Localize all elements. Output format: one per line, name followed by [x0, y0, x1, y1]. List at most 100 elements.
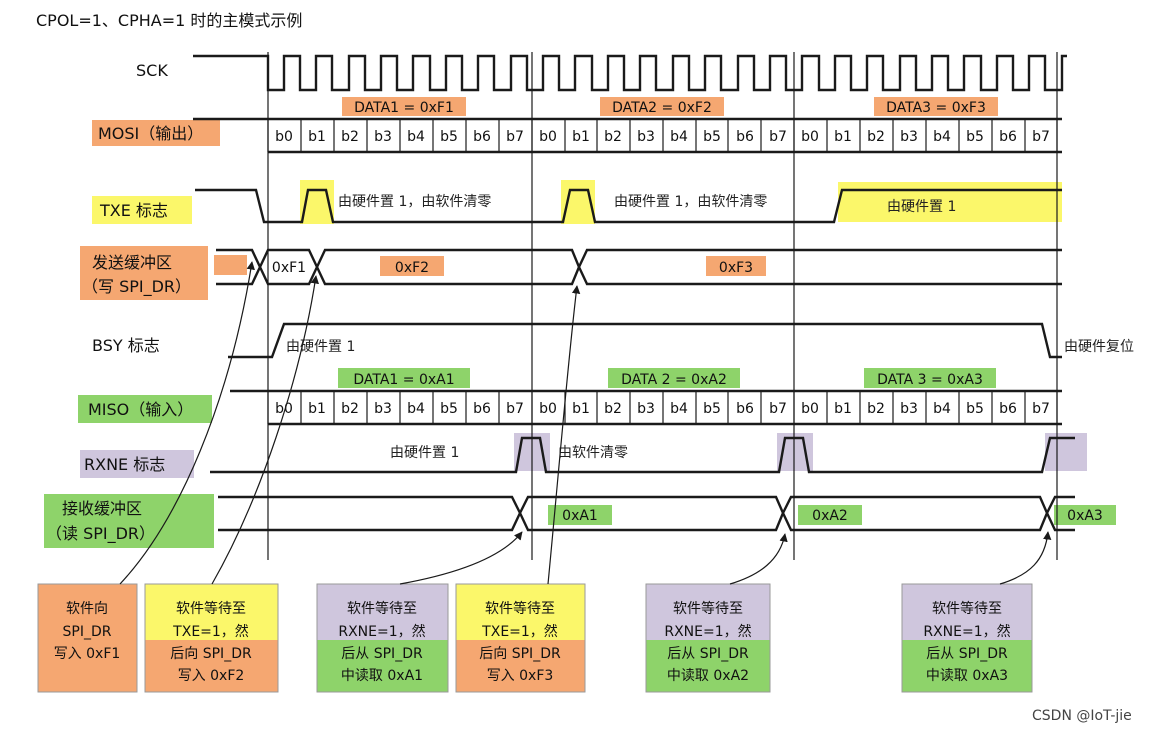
miso-label: MISO（输入）	[88, 400, 193, 419]
miso-byte2-label: DATA 2 = 0xA2	[621, 372, 727, 388]
miso-bit: b0	[801, 401, 819, 417]
diagram-title: CPOL=1、CPHA=1 时的主模式示例	[36, 11, 302, 30]
arrow-box5-to-rxbuf	[729, 533, 788, 585]
svg-text:软件向: 软件向	[66, 601, 108, 617]
svg-text:TXE=1，然: TXE=1，然	[481, 623, 558, 640]
mosi-byte2-bg	[600, 97, 724, 116]
txe-note-1: 由硬件置 1，由软件清零	[338, 194, 491, 210]
txe-waveform	[195, 188, 1062, 224]
rxne-pulse3-bg	[1045, 433, 1087, 471]
sck-label: SCK	[136, 61, 168, 80]
txe-note-3: 由硬件置 1	[887, 199, 956, 215]
mosi-byte2-label: DATA2 = 0xF2	[612, 100, 712, 116]
miso-bit: b0	[539, 401, 557, 417]
bsy-note-set: 由硬件置 1	[286, 339, 355, 355]
mosi-bit: b5	[703, 129, 721, 145]
miso-bits-byte1: b0 b1 b2 b3 b4 b5 b6 b7	[275, 401, 524, 417]
svg-text:后从 SPI_DR: 后从 SPI_DR	[341, 646, 423, 662]
miso-byte3-bg	[864, 368, 996, 388]
bsy-waveform	[228, 322, 1062, 359]
bsy-label: BSY 标志	[92, 336, 160, 355]
miso-bit: b1	[308, 401, 326, 417]
miso-bits-byte3: b0 b1 b2 b3 b4 b5 b6 b7	[801, 401, 1050, 417]
mosi-bit: b5	[440, 129, 458, 145]
software-box-write-f3: 软件等待至 TXE=1，然 后向 SPI_DR 写入 0xF3	[455, 583, 586, 693]
rxne-label-bg	[80, 450, 194, 478]
annotation-arrows	[119, 261, 1052, 585]
arrow-box2-to-txbuf	[211, 275, 319, 585]
arrow-box6-to-rxbuf	[999, 531, 1052, 585]
mosi-bit: b2	[867, 129, 885, 145]
mosi-bit: b7	[769, 129, 787, 145]
svg-text:软件等待至: 软件等待至	[176, 600, 246, 617]
txbuf-bus	[216, 248, 1062, 286]
mosi-bits-byte2: b0 b1 b2 b3 b4 b5 b6 b7	[539, 129, 787, 145]
txe-label-bg	[92, 196, 192, 224]
mosi-bit: b4	[933, 129, 951, 145]
mosi-byte3-bg	[874, 97, 998, 116]
txe-note-2: 由硬件置 1，由软件清零	[614, 194, 767, 210]
software-box-write-f1: 软件向 SPI_DR 写入 0xF1	[37, 583, 138, 693]
miso-bit: b1	[572, 401, 590, 417]
mosi-bit: b1	[834, 129, 852, 145]
txbuf-label-bg	[80, 246, 208, 300]
miso-bit: b6	[473, 401, 491, 417]
software-box-read-a2: 软件等待至 RXNE=1，然 后从 SPI_DR 中读取 0xA2	[645, 583, 771, 693]
mosi-bits-byte3: b0 b1 b2 b3 b4 b5 b6 b7	[801, 129, 1050, 145]
rxbuf-a1-bg	[548, 505, 612, 525]
mosi-bit: b1	[308, 129, 326, 145]
mosi-bit: b7	[506, 129, 524, 145]
watermark: CSDN @IoT-jie	[1032, 708, 1132, 724]
svg-text:中读取 0xA3: 中读取 0xA3	[926, 667, 1008, 684]
rxbuf-bus	[218, 495, 1075, 532]
mosi-bit: b5	[966, 129, 984, 145]
mosi-bits-byte1: b0 b1 b2 b3 b4 b5 b6 b7	[275, 129, 524, 145]
rxne-label: RXNE 标志	[84, 455, 165, 474]
txbuf-value-1: 0xF1	[272, 260, 306, 276]
rxne-note-clear: 由软件清零	[558, 445, 628, 461]
svg-text:写入 0xF3: 写入 0xF3	[487, 668, 554, 684]
software-box-read-a1: 软件等待至 RXNE=1，然 后从 SPI_DR 中读取 0xA1	[316, 583, 449, 693]
rxbuf-a2-bg	[798, 505, 862, 525]
mosi-byte1-bg	[342, 97, 466, 116]
mosi-bit: b4	[670, 129, 688, 145]
mosi-bit: b3	[900, 129, 918, 145]
rxbuf-value-3: 0xA3	[1067, 508, 1103, 524]
rxbuf-a3-bg	[1054, 505, 1116, 525]
svg-text:RXNE=1，然: RXNE=1，然	[338, 623, 425, 640]
mosi-bit: b7	[1032, 129, 1050, 145]
rxbuf-value-1: 0xA1	[562, 508, 598, 524]
svg-text:后从 SPI_DR: 后从 SPI_DR	[667, 646, 749, 662]
svg-text:软件等待至: 软件等待至	[932, 600, 1002, 617]
mosi-bit: b2	[341, 129, 359, 145]
txe-high-bg	[838, 182, 1062, 222]
miso-bit: b6	[999, 401, 1017, 417]
miso-bit: b7	[506, 401, 524, 417]
txbuf-value-3: 0xF3	[719, 260, 753, 276]
miso-bit: b2	[604, 401, 622, 417]
miso-bit: b4	[670, 401, 688, 417]
miso-bit: b4	[933, 401, 951, 417]
miso-bit: b6	[736, 401, 754, 417]
mosi-bit: b1	[572, 129, 590, 145]
miso-byte2-bg	[608, 368, 740, 388]
mosi-bit: b6	[999, 129, 1017, 145]
svg-text:软件等待至: 软件等待至	[485, 600, 555, 617]
rxbuf-label-line2: （读 SPI_DR）	[46, 524, 155, 544]
miso-bits-byte2: b0 b1 b2 b3 b4 b5 b6 b7	[539, 401, 787, 417]
miso-bit: b7	[1032, 401, 1050, 417]
mosi-label-bg	[92, 120, 220, 146]
txbuf-f2-bg	[380, 256, 444, 276]
miso-byte1-label: DATA1 = 0xA1	[353, 372, 454, 388]
svg-text:SPI_DR: SPI_DR	[63, 624, 112, 640]
software-box-read-a3: 软件等待至 RXNE=1，然 后从 SPI_DR 中读取 0xA3	[901, 583, 1033, 693]
svg-text:中读取 0xA2: 中读取 0xA2	[667, 667, 749, 684]
mosi-bit-dividers	[267, 119, 1058, 152]
txe-label: TXE 标志	[99, 201, 168, 220]
mosi-byte3-label: DATA3 = 0xF3	[886, 100, 986, 116]
miso-bit: b2	[867, 401, 885, 417]
mosi-bit: b0	[539, 129, 557, 145]
arrow-box3-to-rxbuf	[399, 531, 523, 585]
software-box-write-f2: 软件等待至 TXE=1，然 后向 SPI_DR 写入 0xF2	[144, 583, 279, 693]
